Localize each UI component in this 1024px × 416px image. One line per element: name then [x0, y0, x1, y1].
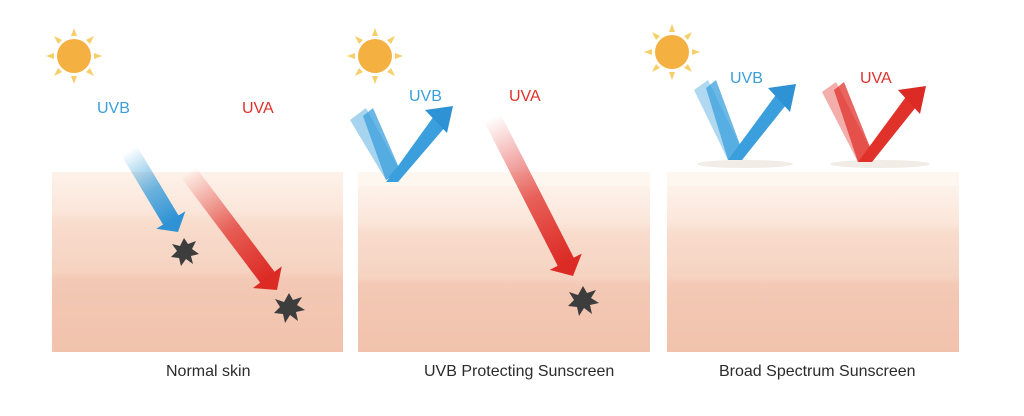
damage-burst-icon — [568, 286, 599, 316]
sunscreen-layer — [358, 172, 650, 186]
uva-reflected-arrow — [822, 82, 926, 162]
reflection-shadow — [697, 160, 793, 168]
uva-arrow — [180, 166, 282, 290]
uvb-reflected-arrow — [350, 106, 453, 182]
uva-label: UVA — [509, 88, 541, 105]
uva-label: UVA — [860, 70, 892, 87]
panel-uvb-protecting-sunscreen: UVB UVA — [347, 28, 650, 352]
caption-uvb-protecting-sunscreen: UVB Protecting Sunscreen — [424, 363, 615, 380]
uva-arrow — [484, 113, 582, 276]
sun-icon — [347, 28, 403, 84]
skin-layers — [52, 172, 343, 352]
reflection-shadow — [830, 160, 930, 168]
uvb-label: UVB — [409, 88, 442, 105]
panel-normal-skin: UVB UVA — [46, 28, 343, 352]
uvb-label: UVB — [730, 70, 763, 87]
uvb-arrow — [121, 145, 186, 232]
sun-icon — [644, 24, 700, 80]
uvb-label: UVB — [97, 100, 130, 117]
caption-normal-skin: Normal skin — [166, 363, 251, 380]
damage-burst-icon — [274, 293, 305, 323]
uvb-reflected-arrow — [694, 80, 796, 160]
skin-layers — [667, 186, 959, 352]
damage-burst-icon — [171, 238, 199, 266]
skin-layers — [358, 186, 650, 352]
panel-broad-spectrum-sunscreen: UVB UVA — [644, 24, 959, 352]
sunscreen-layer — [667, 172, 959, 186]
uva-label: UVA — [242, 100, 274, 117]
caption-broad-spectrum-sunscreen: Broad Spectrum Sunscreen — [719, 363, 916, 380]
sun-icon — [46, 28, 102, 84]
